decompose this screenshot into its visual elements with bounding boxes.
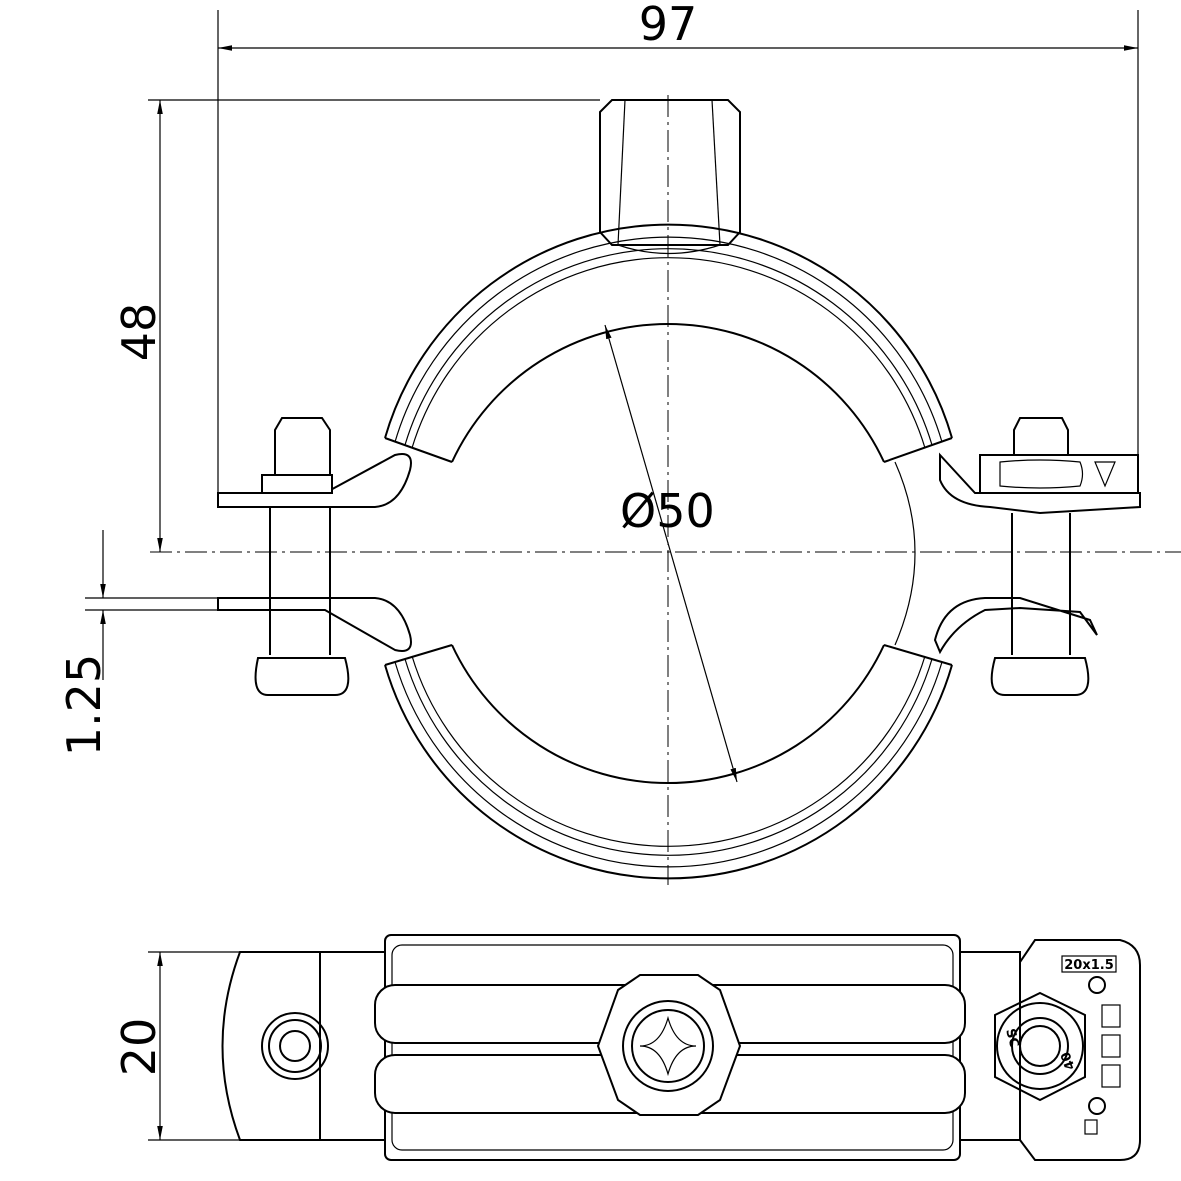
thickness-label: 1.25 <box>57 654 111 756</box>
center-nut <box>596 974 742 1116</box>
depth-label: 20 <box>112 1018 166 1077</box>
pipe-edge <box>894 461 916 646</box>
left-bolt <box>254 417 350 696</box>
width-label: 97 <box>639 0 698 51</box>
bottom-view: 20 20x1.5 SC 40 <box>112 934 1141 1161</box>
cross-recess-icon <box>639 1015 697 1077</box>
dimension-thickness: 1.25 <box>57 530 218 756</box>
thread-size-label: 20x1.5 <box>1064 958 1114 973</box>
height-label: 48 <box>112 303 166 362</box>
lower-clamp-ring <box>384 644 953 880</box>
left-upper-flange <box>217 453 412 508</box>
dimension-width: 97 <box>217 0 1139 493</box>
left-tab <box>221 951 386 1141</box>
marking-sc: SC <box>1002 1027 1021 1049</box>
diameter-label: Ø50 <box>620 484 715 538</box>
upper-clamp-ring <box>384 223 953 463</box>
right-bolt <box>979 417 1139 696</box>
right-upper-flange <box>939 452 1141 515</box>
right-lower-flange <box>933 597 1098 655</box>
marking-40: 40 <box>1058 1050 1078 1072</box>
right-clip: 20x1.5 SC 40 <box>994 939 1141 1161</box>
dimension-height: 48 <box>112 99 600 552</box>
hex-nut-top <box>599 99 741 255</box>
front-view: Ø50 <box>150 95 1181 885</box>
diameter-dimension-line <box>604 324 738 783</box>
left-lower-flange <box>217 597 412 652</box>
